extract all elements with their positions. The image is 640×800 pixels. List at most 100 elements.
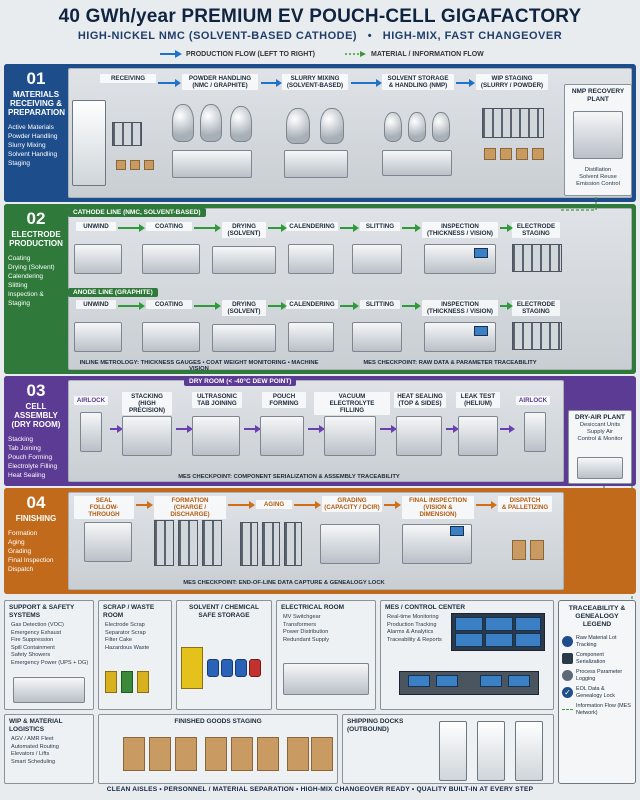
cathode-stage: SLITTING	[360, 222, 400, 231]
solvent-tank	[384, 112, 402, 142]
section-finishing: 04 FINISHING Formation Aging Grading Fin…	[4, 488, 636, 594]
goods-pallet	[257, 737, 279, 771]
goods-pallet	[175, 737, 197, 771]
leak-tester	[458, 416, 498, 456]
list-item: Gas Detection (VOC)	[11, 622, 64, 628]
solvent-handling-skid	[382, 150, 452, 176]
list-item: Solvent Handling	[8, 151, 58, 158]
nmp-title-line1: NMP RECOVERY	[571, 88, 625, 95]
finishing-stage: DISPATCH& PALLETIZING	[498, 496, 552, 512]
section1-name-line3: PREPARATION	[8, 108, 66, 117]
flow-arrow	[456, 79, 475, 87]
mes-control-center: MES / CONTROL CENTER Real-time Monitorin…	[380, 600, 554, 710]
flow-arrow	[446, 425, 459, 433]
anode-stage: DRYING(SOLVENT)	[222, 300, 266, 316]
anode-stage: SLITTING	[360, 300, 400, 309]
assembly-stage: STACKING(HIGH PRECISION)	[122, 392, 172, 415]
flow-arrow	[402, 224, 421, 232]
section1-name-line1: MATERIALS	[12, 90, 60, 99]
dry-air-title: DRY-AIR PLANT	[575, 414, 625, 421]
video-wall	[451, 613, 545, 651]
legend-production-label: PRODUCTION FLOW (LEFT TO RIGHT)	[186, 50, 315, 58]
flow-legend: PRODUCTION FLOW (LEFT TO RIGHT) MATERIAL…	[160, 50, 500, 62]
list-item: Heat Sealing	[8, 472, 46, 479]
flow-arrow	[402, 302, 421, 310]
powder-silo	[230, 106, 252, 142]
goods-pallet	[231, 737, 253, 771]
dry-air-line: Desiccant Units	[579, 422, 621, 428]
list-item: Pouch Forming	[8, 454, 53, 461]
list-item: Safety Showers	[11, 652, 51, 658]
waste-bin	[105, 671, 117, 693]
list-item: Smart Scheduling	[11, 758, 56, 765]
list-item: Staging	[8, 160, 31, 167]
dashboard-screen	[455, 617, 483, 631]
electrical-title: ELECTRICAL ROOM	[281, 604, 345, 611]
flow-arrow	[268, 302, 287, 310]
anode-line-label: ANODE LINE (GRAPHITE)	[68, 288, 158, 297]
list-item: Powder Handling	[8, 133, 58, 140]
legend-production-flow: PRODUCTION FLOW (LEFT TO RIGHT)	[160, 50, 315, 58]
tab-welder	[192, 416, 240, 456]
flow-arrow	[476, 501, 497, 509]
list-item: Slurry Mixing	[8, 142, 46, 149]
scrap-title: SCRAP / WASTE ROOM	[103, 604, 155, 619]
list-item: Traceability & Reports	[387, 636, 442, 643]
mes-checkpoint-assembly: MES CHECKPOINT: COMPONENT SERIALIZATION …	[178, 474, 400, 480]
gear-icon	[562, 670, 573, 681]
list-item: Slitting	[8, 282, 28, 289]
mes-checkpoint-finishing: MES CHECKPOINT: END-OF-LINE DATA CAPTURE…	[183, 580, 385, 586]
docks-title-line1: SHIPPING DOCKS	[347, 718, 404, 725]
monitor	[450, 526, 464, 536]
list-item: Elevators / Lifts	[11, 751, 50, 757]
goods-title: FINISHED GOODS STAGING	[174, 718, 262, 725]
trace-row: Process Parameter Logging	[559, 667, 635, 684]
page-subtitle: HIGH-NICKEL NMC (SOLVENT-BASED CATHODE) …	[0, 30, 640, 42]
shipping-truck	[439, 721, 467, 781]
finishing-stage: GRADING(CAPACITY / DCIR)	[322, 496, 382, 512]
mixing-platform	[284, 150, 348, 178]
cathode-coater	[142, 244, 200, 274]
section2-number: 02	[26, 209, 46, 228]
aging-rack	[262, 522, 280, 566]
list-item: Staging	[8, 300, 31, 307]
section4-sidebar: 04 FINISHING Formation Aging Grading Fin…	[4, 488, 68, 594]
electrolyte-filler	[324, 416, 376, 456]
list-item: Emergency Exhaust	[11, 629, 62, 636]
flow-arrow	[380, 425, 397, 433]
section3-number: 03	[26, 381, 46, 400]
scrap-waste-room: SCRAP / WASTE ROOM Electrode Scrap Separ…	[98, 600, 172, 710]
stage-solvent-storage: SOLVENT STORAGE& HANDLING (NMP)	[382, 74, 454, 90]
chemical-drum	[235, 659, 247, 677]
solvent-tank	[432, 112, 450, 142]
formation-rack	[154, 520, 174, 566]
section1-number: 01	[26, 69, 46, 88]
airlock-out: AIRLOCK	[516, 396, 550, 405]
flow-arrow	[118, 302, 145, 310]
pouch-former	[260, 416, 304, 456]
shipping-truck	[477, 721, 505, 781]
section4-number: 04	[26, 493, 46, 512]
flow-arrow	[194, 224, 221, 232]
pallet-box	[130, 160, 140, 170]
flow-arrow	[244, 425, 261, 433]
list-item: Dispatch	[8, 566, 34, 573]
safety-equipment	[13, 677, 85, 703]
section3-name-line1: CELL	[25, 402, 47, 411]
goods-pallet	[287, 737, 309, 771]
dashboard-screen	[485, 633, 513, 647]
dashed-arrow-icon	[345, 51, 366, 57]
nmp-line: Solvent Reuse	[579, 174, 617, 180]
aging-rack	[284, 522, 302, 566]
list-item: Aging	[8, 539, 25, 546]
anode-stage: CALENDERING	[286, 300, 338, 309]
cathode-stage: INSPECTION(THICKNESS / VISION)	[422, 222, 498, 238]
cathode-stage: COATING	[146, 222, 192, 231]
section1-list: Active Materials Powder Handling Slurry …	[8, 123, 64, 168]
flow-arrow	[194, 302, 221, 310]
section4-name: FINISHING	[8, 514, 64, 523]
list-item: Drying (Solvent)	[8, 264, 55, 271]
monitor	[474, 326, 488, 336]
section3-name: CELL ASSEMBLY (DRY ROOM)	[8, 402, 64, 429]
